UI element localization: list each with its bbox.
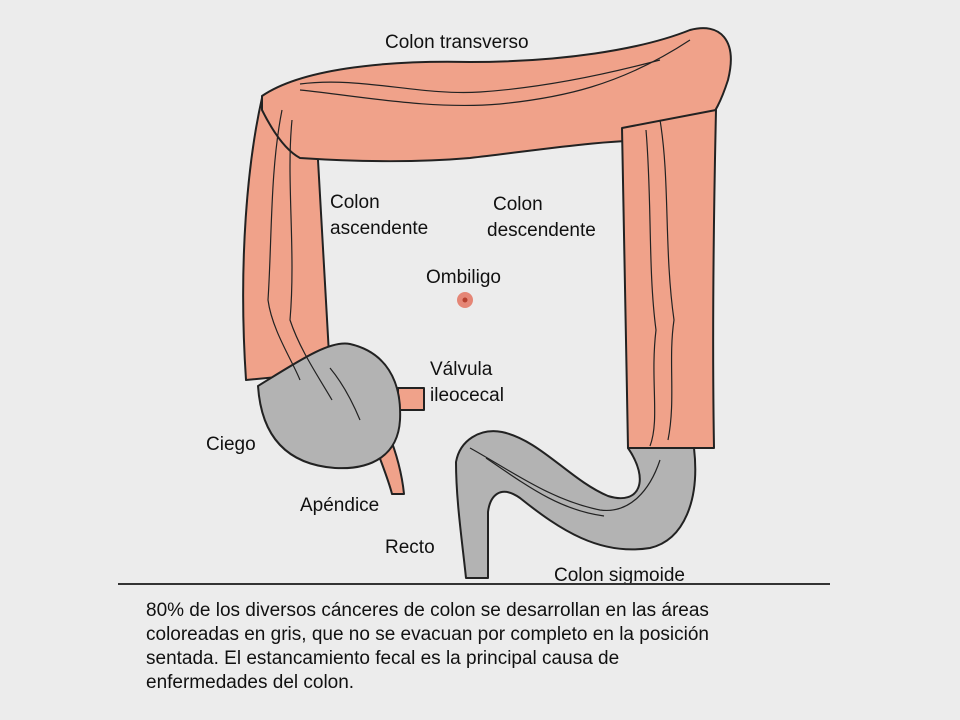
ileum xyxy=(397,387,425,411)
navel-center xyxy=(462,297,468,303)
label-ascending-colon-line2: ascendente xyxy=(330,218,429,239)
label-transverse-colon: Colon transverso xyxy=(385,32,529,53)
caption-line: coloreadas en gris, que no se evacuan po… xyxy=(146,624,709,645)
label-ileocecal-valve-line2: ileocecal xyxy=(430,385,504,406)
label-cecum: Ciego xyxy=(206,434,256,455)
fold-lines xyxy=(267,39,691,517)
label-appendix: Apéndice xyxy=(300,495,380,516)
risk-areas xyxy=(257,342,697,579)
label-navel: Ombiligo xyxy=(426,267,501,288)
colon-body xyxy=(242,27,732,495)
label-ileocecal-valve-line1: Válvula xyxy=(430,359,493,380)
label-ascending-colon-line1: Colon xyxy=(330,192,380,213)
label-descending-colon-line1: Colon xyxy=(493,194,543,215)
caption-line: 80% de los diversos cánceres de colon se… xyxy=(146,600,709,621)
caption-line: sentada. El estancamiento fecal es la pr… xyxy=(146,648,620,669)
divider-line xyxy=(118,583,830,585)
caption-line: enfermedades del colon. xyxy=(146,672,355,693)
cecum xyxy=(257,342,402,470)
label-sigmoid-colon: Colon sigmoide xyxy=(554,565,685,586)
label-descending-colon-line2: descendente xyxy=(487,220,596,241)
descending-colon xyxy=(621,109,717,449)
sigmoid-colon xyxy=(455,430,697,579)
caption: 80% de los diversos cánceres de colon se… xyxy=(146,599,836,695)
label-rectum: Recto xyxy=(385,537,435,558)
